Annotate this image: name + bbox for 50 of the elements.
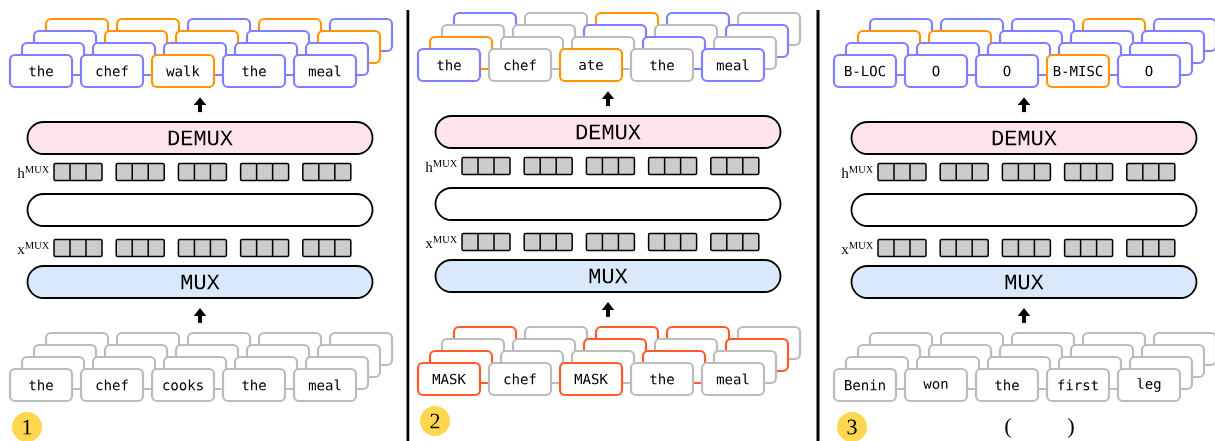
encoder-bar <box>26 193 374 227</box>
token-box: chef <box>487 47 553 83</box>
token-box: walk <box>150 53 216 89</box>
token-box: won <box>903 367 969 403</box>
vector-label: x$^{MUX}$ <box>425 235 458 249</box>
token-box: B-LOC <box>832 53 898 89</box>
token-box: cooks <box>150 367 216 403</box>
demux-bar: DEMUX <box>434 115 782 149</box>
mux-bar: MUX <box>850 265 1198 299</box>
token-box: O <box>903 53 969 89</box>
token-box: leg <box>1116 367 1182 403</box>
token-box: the <box>629 361 695 397</box>
token-box: chef <box>79 367 145 403</box>
token-box: meal <box>292 367 358 403</box>
vector-label: x$^{MUX}$ <box>841 241 874 255</box>
token-box: first <box>1045 367 1111 403</box>
step-number: 1 <box>12 412 42 441</box>
token-box: chef <box>487 361 553 397</box>
token-box: meal <box>700 361 766 397</box>
token-box: O <box>974 53 1040 89</box>
demux-bar: DEMUX <box>26 121 374 155</box>
token-box: the <box>974 367 1040 403</box>
token-box: the <box>221 367 287 403</box>
step-number: 3 <box>837 412 867 441</box>
token-box: meal <box>700 47 766 83</box>
token-box: chef <box>79 53 145 89</box>
token-box: ate <box>558 47 624 83</box>
token-box: MASK <box>416 361 482 397</box>
mux-bar: MUX <box>26 265 374 299</box>
token-box: Benin <box>832 367 898 403</box>
vector-label: x$^{MUX}$ <box>17 241 50 255</box>
token-box: the <box>416 47 482 83</box>
encoder-bar <box>850 193 1198 227</box>
token-box: the <box>8 367 74 403</box>
step-number: 2 <box>420 406 450 436</box>
parenthesis: ( <box>1005 418 1011 438</box>
vector-label: h$^{MUX}$ <box>17 165 50 179</box>
vector-label: h$^{MUX}$ <box>841 165 874 179</box>
token-box: the <box>221 53 287 89</box>
token-box: O <box>1116 53 1182 89</box>
encoder-bar <box>434 187 782 221</box>
vector-label: h$^{MUX}$ <box>425 159 458 173</box>
token-box: MASK <box>558 361 624 397</box>
token-box: the <box>8 53 74 89</box>
parenthesis: ) <box>1068 418 1074 438</box>
token-box: the <box>629 47 695 83</box>
token-box: B-MISC <box>1045 53 1111 89</box>
demux-bar: DEMUX <box>850 121 1198 155</box>
token-box: meal <box>292 53 358 89</box>
mux-bar: MUX <box>434 259 782 293</box>
